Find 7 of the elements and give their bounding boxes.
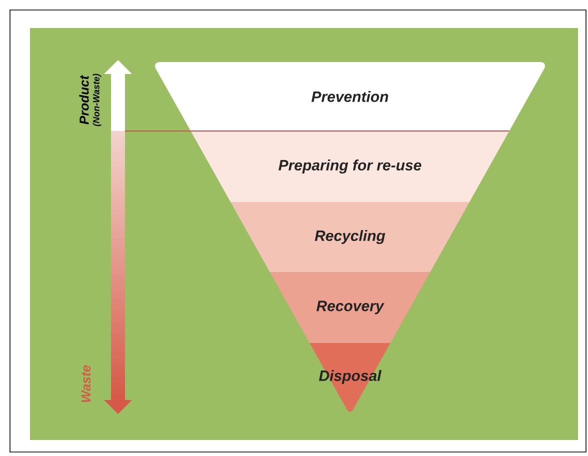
hierarchy-band: Disposal	[310, 343, 390, 412]
hierarchy-band: Recovery	[270, 272, 430, 343]
axis-label: (Non-Waste)	[92, 74, 102, 126]
axis-label: Waste	[81, 365, 91, 402]
hierarchy-band: Preparing for re-use	[190, 131, 510, 202]
hierarchy-band: Recycling	[230, 202, 470, 272]
axis-label: Product	[79, 75, 89, 124]
